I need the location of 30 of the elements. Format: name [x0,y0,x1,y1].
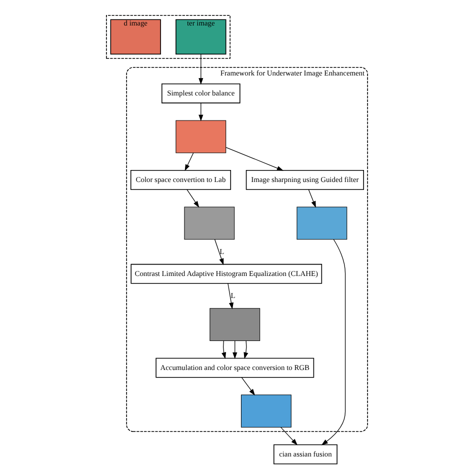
arrow [198,102,204,121]
arrow [228,282,234,309]
node-box [296,206,348,240]
arrow [244,340,248,358]
node-box: Color space convertion to Lab [130,169,232,190]
arrow [198,53,204,84]
node-box [210,308,260,340]
arrow [321,238,346,445]
node-box [176,120,226,153]
node-box [184,206,235,240]
arrow [186,188,200,208]
node-box: Contrast Limited Adaptive Histogram Equalization (CLAHE) [130,263,322,284]
arrow [226,146,284,170]
node-box: Image sharpning using Guided filter [246,169,364,190]
node-box: cian assian fusion [274,444,338,464]
arrow [232,340,238,358]
arrow [222,340,226,358]
arrow [184,152,194,171]
node-box [240,394,292,428]
node-box: ter image [176,18,226,54]
edge-label: L [220,246,224,256]
arrow [214,238,224,265]
node-box: d image [110,18,161,54]
node-box: Simplest color balance [162,82,240,103]
edge-label: L [230,290,236,300]
cluster [106,14,230,58]
arrow [241,376,256,396]
arrow [280,426,298,445]
arrow [308,188,316,208]
node-box: Accumulation and color space conversion to RGB [156,357,314,378]
